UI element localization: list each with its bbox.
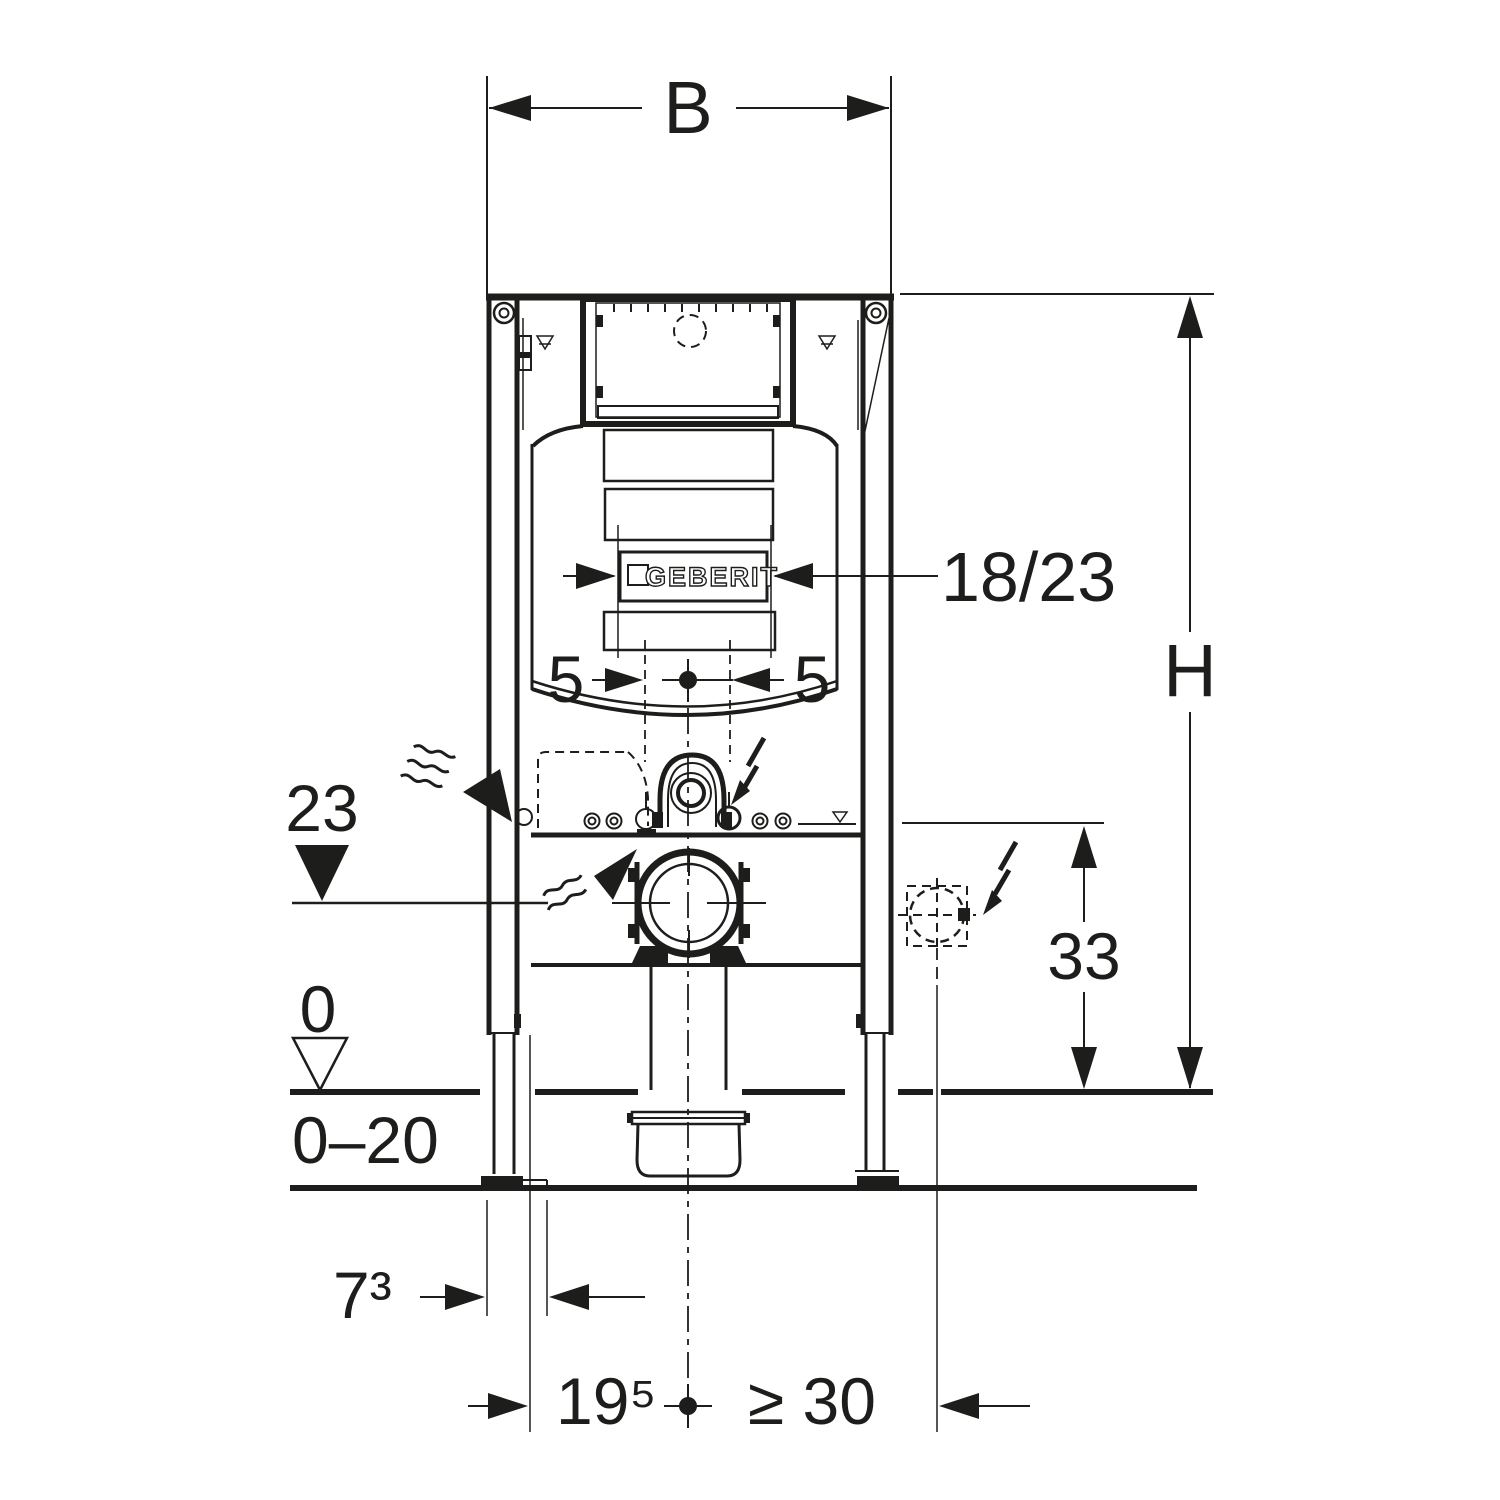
supply-connection xyxy=(657,752,727,827)
arrowhead-icon xyxy=(463,769,512,822)
dimension-actuator-depth: 18/23 xyxy=(563,538,1116,616)
level-mark-icon xyxy=(817,335,837,351)
supply-and-fittings xyxy=(515,736,861,838)
foot-plate xyxy=(857,1176,899,1187)
dimension-height-h: H xyxy=(900,293,1217,1089)
floor-levels: 0 0–20 xyxy=(290,972,1213,1191)
brand-square-icon xyxy=(627,564,649,586)
electrical-socket xyxy=(898,840,1019,952)
dim-7-3-label: 7³ xyxy=(333,1258,392,1332)
dim-b-label: B xyxy=(663,66,712,149)
dim-18-23-label: 18/23 xyxy=(941,538,1116,616)
level-0-label: 0 xyxy=(300,972,337,1046)
brand-plate: GEBERIT xyxy=(618,550,779,603)
actuator-access-box xyxy=(580,296,796,427)
bolt-icon xyxy=(864,301,888,325)
hatch-marks xyxy=(613,304,768,312)
dashed-opening-icon xyxy=(673,314,707,348)
flush-arrow-inside xyxy=(542,849,637,911)
bolt-icon xyxy=(492,301,516,325)
dim-33-label: 33 xyxy=(1047,919,1120,993)
dim-h-label: H xyxy=(1163,629,1216,712)
dim-19-5-label: 19⁵ xyxy=(556,1364,657,1438)
arrowhead-icon xyxy=(594,849,637,900)
dimension-socket-height-33: 33 xyxy=(902,822,1121,1089)
lightning-bolt-icon xyxy=(731,736,767,805)
dashed-flush-bend xyxy=(537,751,628,828)
foot-plate xyxy=(481,1176,523,1187)
dim-5-left-label: 5 xyxy=(548,642,585,716)
dimension-bottom-row: 19⁵ ≥ 30 xyxy=(468,948,1030,1438)
level-mark-icon xyxy=(831,811,849,824)
arrowhead-up-icon xyxy=(1177,296,1203,338)
protection-cap xyxy=(635,1123,742,1178)
dim-min-30-label: ≥ 30 xyxy=(748,1364,876,1438)
dimension-offsets-5: 5 5 xyxy=(548,640,831,762)
outlet-pipe xyxy=(627,966,750,1178)
arrowhead-right-icon xyxy=(847,95,889,121)
dimension-width-b: B xyxy=(486,66,892,294)
drain-bend xyxy=(531,848,861,967)
center-mark-icon xyxy=(679,1397,697,1415)
range-0-20-label: 0–20 xyxy=(292,1103,439,1177)
concealed-cistern: GEBERIT xyxy=(530,424,839,717)
level-triangle-open-icon xyxy=(290,1036,350,1093)
lightning-bolt-icon xyxy=(983,840,1019,915)
flush-arrow-outside xyxy=(400,744,512,822)
level-mark-icon xyxy=(535,335,555,351)
arrowhead-left-icon xyxy=(489,95,531,121)
geberit-logo-text: GEBERIT xyxy=(645,562,779,592)
level-23-label: 23 xyxy=(285,771,358,845)
dimension-front-depth: 7³ xyxy=(333,1200,645,1332)
level-triangle-filled-icon xyxy=(295,845,349,901)
center-mark-icon xyxy=(679,671,697,689)
dim-5-right-label: 5 xyxy=(794,642,831,716)
level-outlet-23: 23 xyxy=(285,771,548,905)
water-level-marks xyxy=(535,335,837,351)
arrowhead-down-icon xyxy=(1177,1047,1203,1089)
